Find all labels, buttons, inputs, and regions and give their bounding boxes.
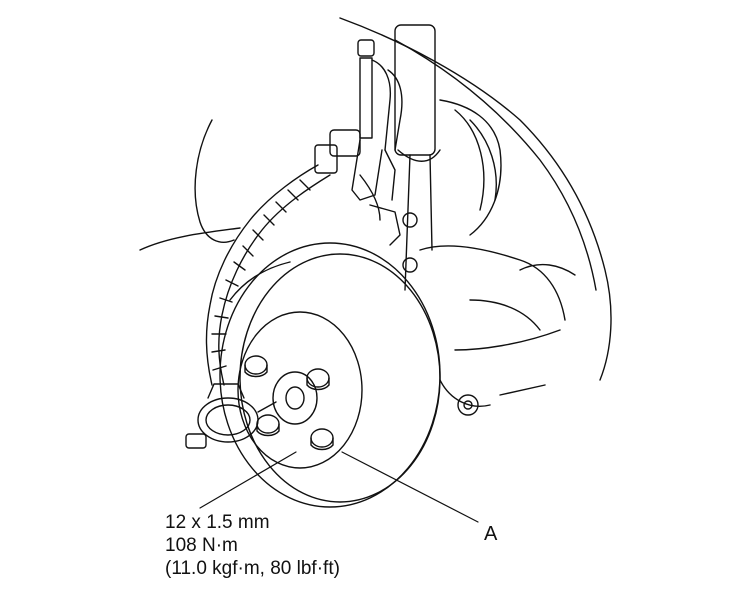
wheel-nut	[256, 414, 280, 437]
hub-and-studs	[244, 355, 334, 451]
flexible-arm	[205, 164, 331, 386]
brake-disc	[219, 242, 441, 508]
leader-lines	[199, 451, 479, 523]
steering-knuckle	[419, 245, 576, 416]
strut-assembly	[394, 24, 502, 291]
spec-leader-line	[199, 451, 297, 509]
locking-pliers-clamp	[351, 39, 403, 201]
fender-outline	[139, 17, 612, 381]
indicator-mount	[314, 129, 418, 273]
lug-nut-spec: 12 x 1.5 mm 108 N·m (11.0 kgf·m, 80 lbf·…	[165, 511, 340, 580]
wheel-nut	[306, 368, 330, 391]
thread-spec: 12 x 1.5 mm	[165, 512, 270, 533]
torque-nm: 108 N·m	[165, 535, 238, 556]
callout-a-label: A	[484, 523, 498, 545]
wheel-nut	[310, 428, 334, 451]
torque-alt-units: (11.0 kgf·m, 80 lbf·ft)	[165, 558, 340, 579]
wheel-nut	[244, 355, 268, 378]
callout-a-leader-line	[341, 451, 479, 523]
